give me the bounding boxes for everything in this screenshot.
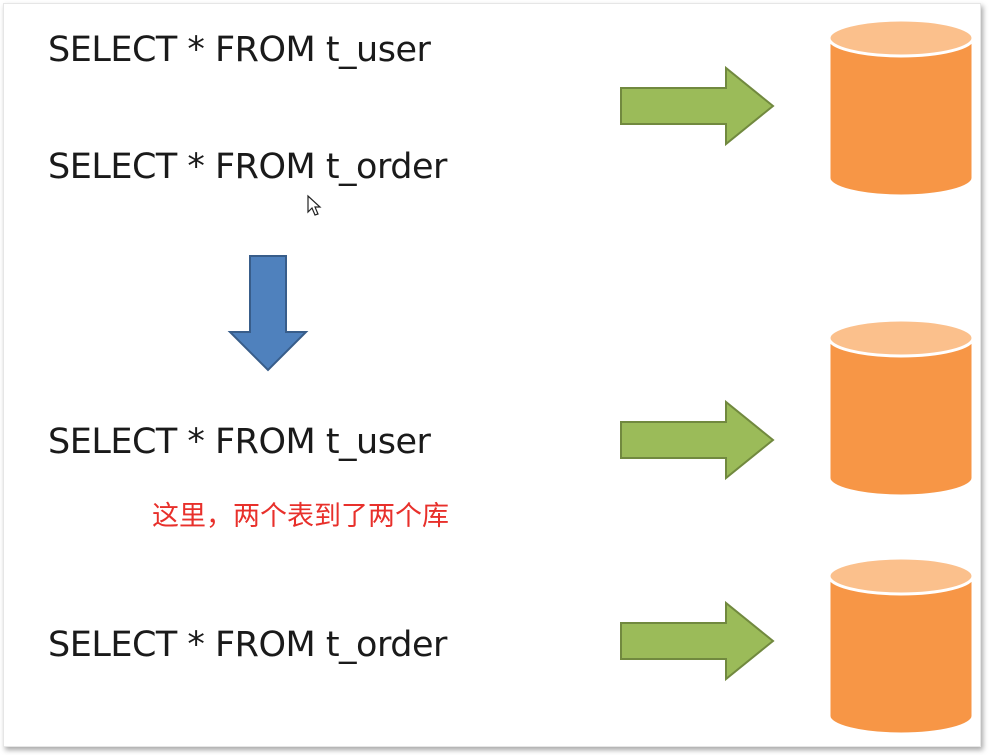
mouse-cursor-icon	[307, 194, 322, 216]
sql-select-user-split: SELECT * FROM t_user	[48, 422, 431, 462]
down-arrow-icon	[227, 255, 309, 372]
database-icon	[827, 18, 975, 198]
right-arrow-icon	[620, 65, 775, 147]
sql-select-user-single: SELECT * FROM t_user	[48, 30, 431, 70]
annotation-note: 这里，两个表到了两个库	[152, 501, 449, 532]
right-arrow-icon	[620, 600, 775, 682]
database-icon	[827, 556, 975, 736]
diagram-canvas: SELECT * FROM t_user SELECT * FROM t_ord…	[3, 3, 981, 747]
database-icon	[827, 318, 975, 498]
sql-select-order-split: SELECT * FROM t_order	[48, 625, 447, 665]
right-arrow-icon	[620, 399, 775, 481]
sql-select-order-single: SELECT * FROM t_order	[48, 147, 447, 187]
